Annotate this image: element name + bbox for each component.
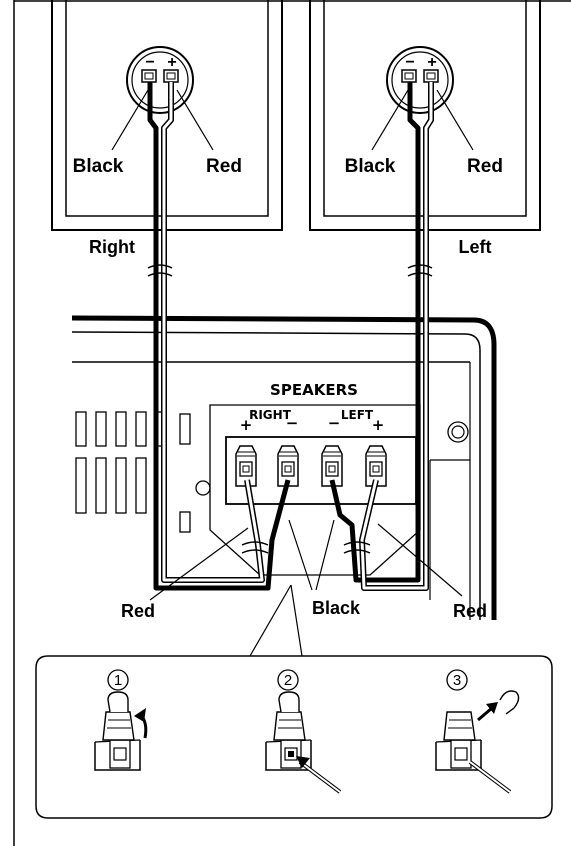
left-speaker-plus-terminal <box>423 69 439 83</box>
right-jack-minus-sign: − <box>286 414 299 432</box>
step-1: 1 <box>94 669 148 771</box>
left-plus-jack <box>365 445 387 487</box>
step-3-number: 3 <box>453 672 461 689</box>
right-speaker-terminal-cup <box>126 46 194 114</box>
wire-label-left-red: Red <box>453 601 487 621</box>
step-3: 3 <box>435 669 520 794</box>
left-speaker-terminal-cup <box>386 46 454 114</box>
left-cable-black-wire <box>329 82 421 583</box>
right-speaker: − + Black Red Right <box>51 0 283 257</box>
right-speaker-black-label: Black <box>73 156 124 177</box>
step-1-finger <box>107 691 129 713</box>
wire-label-black: Black <box>312 598 361 618</box>
left-speaker-red-label: Red <box>467 156 503 177</box>
left-speaker-plus-sign: + <box>427 54 436 71</box>
connection-steps-inset: 1 2 <box>35 655 553 819</box>
right-jack-label: RIGHT <box>249 408 292 422</box>
right-speaker-minus-terminal <box>141 69 157 83</box>
step-3-number-circle <box>446 669 468 691</box>
right-speaker-minus-sign: − <box>145 54 154 71</box>
vent-slots <box>75 411 191 533</box>
step-2-arrow <box>296 756 310 768</box>
step-3-arrow <box>477 706 493 722</box>
right-speaker-plus-terminal <box>163 69 179 83</box>
step-1-number: 1 <box>114 672 122 689</box>
screw-hole <box>447 421 469 443</box>
left-minus-jack <box>321 445 343 487</box>
step-3-lever <box>443 711 476 741</box>
step-3-finger <box>499 690 520 715</box>
right-plus-jack <box>235 445 257 487</box>
right-cable-red-wire <box>162 82 264 582</box>
step-2-number-circle <box>277 669 299 691</box>
right-cable-black-wire <box>147 82 291 591</box>
right-minus-jack <box>277 445 299 487</box>
right-speaker-plus-sign: + <box>167 54 176 71</box>
left-speaker-minus-terminal <box>401 69 417 83</box>
left-cable-red-wire <box>360 82 433 590</box>
step-2-finger <box>278 691 300 713</box>
left-jack-plus-sign: + <box>372 416 385 434</box>
left-speaker-black-label: Black <box>345 156 396 177</box>
left-speaker-minus-sign: − <box>405 54 414 71</box>
left-speaker-name: Left <box>459 237 492 257</box>
step-2-number: 2 <box>284 672 292 689</box>
right-speaker-name: Right <box>89 237 135 257</box>
step-1-lever <box>102 711 135 741</box>
left-jack-minus-sign: − <box>328 414 341 432</box>
speakers-panel-title: SPEAKERS <box>270 381 358 399</box>
right-speaker-red-label: Red <box>206 156 242 177</box>
step-2: 2 <box>265 669 342 794</box>
step-1-number-circle <box>107 669 129 691</box>
wire-label-right-red: Red <box>121 601 155 621</box>
main-unit-rear-panel: SPEAKERS + RIGHT − − LEFT + <box>71 315 497 620</box>
right-jack-plus-sign: + <box>240 416 253 434</box>
left-jack-label: LEFT <box>341 408 374 422</box>
step-2-lever <box>273 711 306 741</box>
